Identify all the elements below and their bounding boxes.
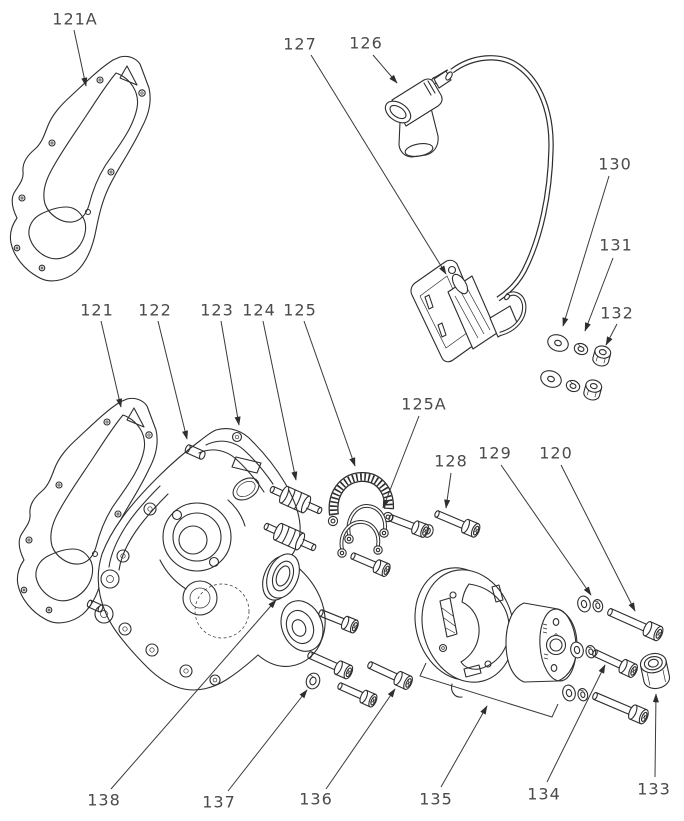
leader-132 bbox=[605, 323, 618, 346]
lock-washer-131-b bbox=[565, 379, 581, 393]
lock-washer-131-a bbox=[573, 342, 589, 356]
assembly-bracket-135 bbox=[419, 662, 559, 718]
leader-121a bbox=[73, 29, 88, 87]
lock-washer-137 bbox=[305, 672, 321, 690]
bolt-136-f bbox=[364, 657, 415, 692]
bolt-136-b bbox=[348, 548, 393, 579]
part-label-136: 136 bbox=[299, 789, 333, 809]
part-label-138: 138 bbox=[87, 790, 121, 810]
bolt-136-e bbox=[335, 678, 380, 709]
part-label-121: 121 bbox=[80, 300, 114, 320]
part-label-137: 137 bbox=[202, 792, 236, 812]
bolt-136-a bbox=[386, 510, 431, 539]
leader-134 bbox=[546, 664, 606, 783]
part-label-134: 134 bbox=[527, 784, 561, 804]
leader-133 bbox=[652, 693, 659, 778]
bolt-134-a bbox=[589, 645, 640, 680]
hex-nut-132-b bbox=[583, 379, 603, 401]
part-label-124: 124 bbox=[242, 300, 276, 320]
gasket-121a bbox=[9, 55, 151, 282]
part-label-125: 125 bbox=[283, 300, 317, 320]
hex-nut-132-a bbox=[592, 345, 612, 367]
wire-clips-125a bbox=[337, 504, 389, 558]
leader-128 bbox=[444, 472, 452, 509]
leader-126 bbox=[372, 54, 398, 84]
dowel-pin-122 bbox=[184, 444, 206, 460]
part-label-123: 123 bbox=[200, 300, 234, 320]
washer-pair-129-a bbox=[575, 591, 605, 617]
part-label-121A: 121A bbox=[52, 9, 98, 29]
leader-131 bbox=[584, 257, 614, 332]
leader-135 bbox=[440, 705, 488, 788]
washer-pair-129-c bbox=[560, 680, 590, 706]
part-label-130: 130 bbox=[598, 154, 632, 174]
bolt-128 bbox=[431, 506, 483, 539]
part-label-132: 132 bbox=[600, 303, 634, 323]
dowel-pin-small bbox=[86, 599, 104, 613]
leader-129 bbox=[500, 464, 592, 596]
leader-137 bbox=[227, 689, 308, 792]
leader-125a bbox=[382, 415, 420, 509]
leader-138 bbox=[110, 599, 277, 790]
bolt-134-b bbox=[589, 687, 651, 726]
clamp-125 bbox=[327, 472, 395, 527]
leader-127 bbox=[310, 54, 447, 275]
part-label-129: 129 bbox=[478, 443, 512, 463]
leader-lines bbox=[73, 29, 659, 792]
leader-121 bbox=[100, 320, 123, 408]
leader-136 bbox=[325, 688, 396, 790]
ignition-cover-123 bbox=[94, 428, 326, 691]
flywheel-rotor bbox=[505, 602, 578, 683]
flat-washer-130-a bbox=[547, 334, 569, 352]
part-label-126: 126 bbox=[349, 33, 383, 53]
flange-nut-133 bbox=[639, 652, 671, 690]
part-label-133: 133 bbox=[637, 779, 671, 799]
flat-washer-130-b bbox=[540, 370, 562, 388]
part-label-128: 128 bbox=[434, 451, 468, 471]
ignition-coil-127 bbox=[410, 259, 527, 363]
oil-seal-138 bbox=[262, 553, 300, 601]
leader-125 bbox=[303, 320, 356, 467]
leader-123 bbox=[220, 320, 241, 426]
part-label-127: 127 bbox=[283, 34, 317, 54]
leader-120 bbox=[560, 464, 636, 612]
spark-plug-cap-126 bbox=[384, 70, 453, 158]
leader-122 bbox=[157, 320, 188, 440]
part-label-122: 122 bbox=[138, 300, 172, 320]
part-label-120: 120 bbox=[539, 443, 573, 463]
leader-124 bbox=[262, 320, 298, 481]
part-label-135: 135 bbox=[419, 789, 453, 809]
part-label-131: 131 bbox=[599, 235, 633, 255]
leader-130 bbox=[562, 175, 610, 327]
part-label-125A: 125A bbox=[401, 394, 447, 414]
